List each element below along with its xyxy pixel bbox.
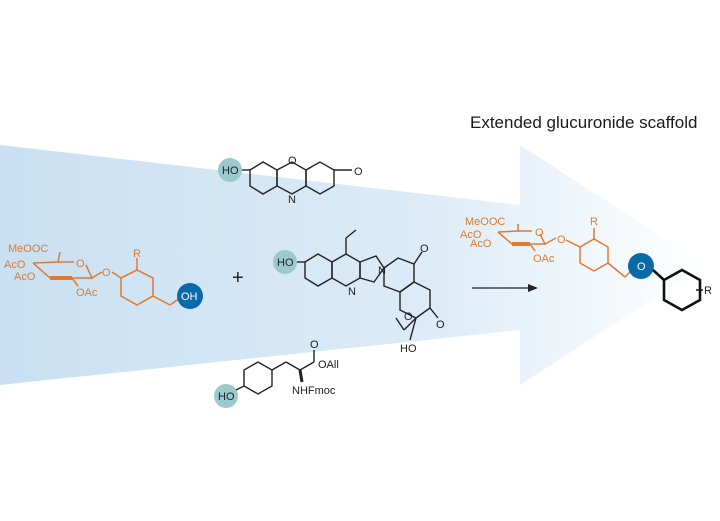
hydroxyl-highlight	[273, 250, 297, 274]
o-link-label: O	[637, 261, 646, 273]
camptothecin-structure	[297, 229, 439, 341]
ring-oxygen-label: O	[535, 227, 544, 239]
aco-label: AcO	[14, 271, 36, 283]
aco-label: AcO	[470, 238, 492, 250]
ether-link-highlight	[628, 253, 654, 279]
nhfmoc-label: NHFmoc	[292, 385, 336, 397]
resorufin-structure	[242, 161, 352, 195]
ring-nitrogen-label: N	[288, 194, 296, 206]
ho-label: HO	[218, 391, 235, 403]
oac-label: OAc	[76, 287, 98, 299]
aco-label: AcO	[460, 229, 482, 241]
big-arrow-background	[0, 145, 705, 385]
oxygen-label: O	[420, 243, 429, 255]
aryl-ring	[652, 268, 703, 312]
tyrosine-structure	[235, 350, 315, 395]
r-substituent-label: R	[704, 285, 712, 297]
plus-sign: +	[232, 267, 244, 289]
ester-label: MeOOC	[8, 243, 48, 255]
nitrogen-label: N	[378, 265, 386, 277]
hydroxyl-highlight	[218, 158, 242, 182]
ester-label: MeOOC	[465, 216, 505, 228]
oh-label: HO	[400, 343, 417, 355]
ring-oxygen-label: O	[76, 258, 85, 270]
ether-oxygen-label: O	[557, 234, 566, 246]
scaffold-title: Extended glucuronide scaffold	[470, 113, 697, 132]
oall-label: OAll	[318, 359, 339, 371]
glucuronide-product	[497, 224, 631, 278]
oh-label: OH	[181, 291, 198, 303]
nitrogen-label: N	[348, 286, 356, 298]
carbonyl-oxygen-label: O	[310, 339, 319, 351]
hydroxyl-highlight	[214, 384, 238, 408]
reaction-arrowhead-icon	[528, 284, 538, 292]
aco-label: AcO	[4, 259, 26, 271]
ho-label: HO	[277, 257, 294, 269]
keto-oxygen-label: O	[354, 166, 363, 178]
ho-label: HO	[222, 165, 239, 177]
oac-label: OAc	[533, 253, 555, 265]
oxygen-label: O	[436, 319, 445, 331]
hydroxyl-highlight	[177, 283, 203, 309]
glucuronide-starting-material	[32, 251, 181, 306]
r-group-label: R	[133, 248, 141, 260]
r-group-label: R	[590, 216, 598, 228]
oxygen-label: O	[404, 311, 413, 323]
ether-oxygen-label: O	[102, 267, 111, 279]
ring-oxygen-label: O	[288, 155, 297, 167]
